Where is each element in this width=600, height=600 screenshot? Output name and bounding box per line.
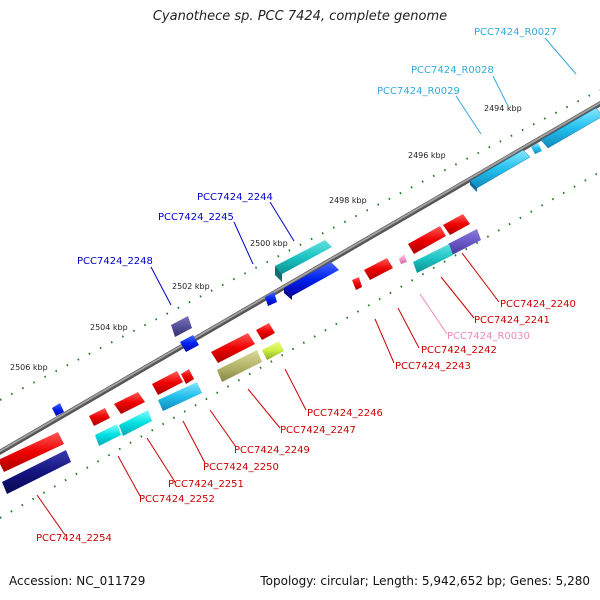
label-2249[interactable]: PCC7424_2249	[234, 445, 310, 456]
gene-2243[interactable]	[352, 277, 362, 290]
gene-2241-purple[interactable]	[448, 229, 481, 255]
ruler-label-2504: 2504 kbp	[90, 323, 128, 332]
label-2250[interactable]: PCC7424_2250	[203, 462, 279, 473]
accession-label: Accession: NC_011729	[9, 574, 146, 588]
genome-summary: Topology: circular; Length: 5,942,652 bp…	[260, 574, 590, 588]
label-2241[interactable]: PCC7424_2241	[474, 315, 550, 326]
label-2251[interactable]: PCC7424_2251	[168, 479, 244, 490]
gene-2246[interactable]	[256, 323, 275, 340]
label-2244[interactable]: PCC7424_2244	[197, 192, 273, 203]
label-2245[interactable]: PCC7424_2245	[158, 212, 234, 223]
gene-2254[interactable]	[0, 432, 64, 472]
gene-2240[interactable]	[443, 214, 470, 235]
gene-2244[interactable]	[275, 240, 332, 282]
reverse-strand-genes	[0, 214, 481, 494]
label-R0028[interactable]: PCC7424_R0028	[411, 65, 494, 76]
ruler-labels: 2494 kbp 2496 kbp 2498 kbp 2500 kbp 2502…	[10, 104, 522, 372]
label-2252[interactable]: PCC7424_2252	[139, 494, 215, 505]
gene-2242[interactable]	[364, 258, 393, 280]
label-2240[interactable]: PCC7424_2240	[500, 299, 576, 310]
genome-title: Cyanothece sp. PCC 7424, complete genome	[152, 9, 448, 24]
label-2254[interactable]: PCC7424_2254	[36, 533, 112, 544]
gene-2252-cyan[interactable]	[95, 424, 121, 446]
gene-small-blue-1[interactable]	[265, 292, 277, 306]
gene-2245[interactable]	[284, 262, 339, 300]
gene-small-blue-3[interactable]	[52, 403, 64, 416]
label-R0027[interactable]: PCC7424_R0027	[474, 27, 557, 38]
gene-2248[interactable]	[171, 316, 192, 337]
label-R0029[interactable]: PCC7424_R0029	[377, 86, 460, 97]
gene-R0030[interactable]	[399, 254, 407, 264]
leader-lines	[36, 37, 577, 536]
ruler-label-2496: 2496 kbp	[408, 151, 446, 160]
label-2246[interactable]: PCC7424_2246	[307, 408, 383, 419]
gene-2247-olive[interactable]	[217, 350, 262, 382]
ruler-label-2494: 2494 kbp	[484, 104, 522, 113]
gene-labels: PCC7424_R0027 PCC7424_R0028 PCC7424_R002…	[36, 27, 576, 544]
inner-tick-track	[0, 171, 600, 519]
gene-small-blue-2[interactable]	[180, 335, 199, 352]
gene-R0027[interactable]	[540, 107, 600, 149]
label-2243[interactable]: PCC7424_2243	[395, 361, 471, 372]
gene-2251-cyan[interactable]	[119, 410, 152, 436]
gene-2241[interactable]	[408, 226, 446, 254]
gene-2250[interactable]	[152, 371, 183, 395]
label-2247[interactable]: PCC7424_2247	[280, 425, 356, 436]
ruler-label-2506: 2506 kbp	[10, 363, 48, 372]
gene-2247[interactable]	[211, 333, 255, 363]
gene-R0029[interactable]	[469, 149, 531, 192]
forward-strand-genes	[52, 107, 600, 416]
gene-2251[interactable]	[114, 392, 145, 414]
ruler-label-2502: 2502 kbp	[172, 282, 210, 291]
gene-R0028[interactable]	[531, 143, 542, 154]
label-2242[interactable]: PCC7424_2242	[421, 345, 497, 356]
gene-2246-lime[interactable]	[262, 341, 284, 360]
ruler-label-2498: 2498 kbp	[329, 196, 367, 205]
gene-2249-sky[interactable]	[158, 382, 202, 411]
outer-tick-track	[0, 89, 600, 401]
genome-backbone	[0, 101, 600, 455]
ruler-label-2500: 2500 kbp	[250, 239, 288, 248]
label-2248[interactable]: PCC7424_2248	[77, 256, 153, 267]
label-R0030[interactable]: PCC7424_R0030	[447, 331, 530, 342]
gene-2241-cyan[interactable]	[413, 244, 453, 273]
gene-2249[interactable]	[181, 369, 194, 384]
gene-2254-navy[interactable]	[2, 450, 71, 494]
gene-2252[interactable]	[89, 408, 110, 426]
